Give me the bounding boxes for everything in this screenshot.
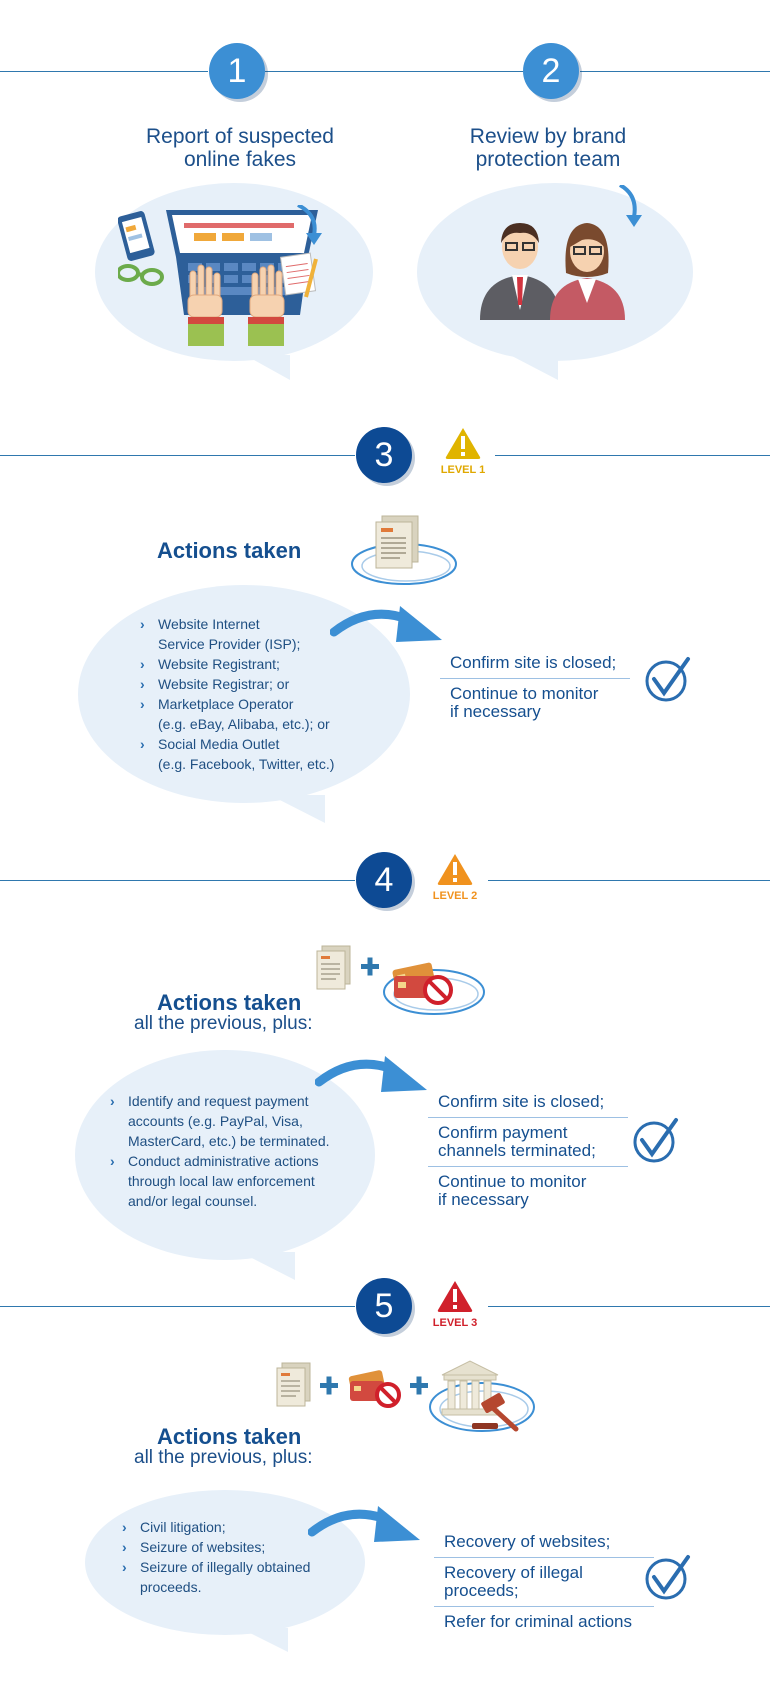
level-2-label: LEVEL 2 <box>432 890 478 902</box>
timeline-line-top-middle <box>265 71 523 72</box>
level-2-actions-subtitle: all the previous, plus: <box>134 1013 313 1034</box>
result-item: Recovery of websites; <box>434 1527 654 1558</box>
level-1-results: Confirm site is closed; Continue to moni… <box>440 648 630 727</box>
documents-plus-card-icon <box>316 945 485 1015</box>
laptop-icon <box>118 205 322 346</box>
people-icon <box>480 185 642 320</box>
level-2-actions-title: Actions taken <box>157 990 302 1015</box>
checkmark-icon <box>645 1555 690 1600</box>
curved-arrow-icon <box>308 1506 420 1542</box>
documents-icon <box>276 1362 311 1407</box>
timeline-line-5-left <box>0 1306 355 1307</box>
curved-arrow-icon <box>315 1056 427 1092</box>
warning-icon <box>445 428 481 459</box>
result-item: Confirm site is closed; <box>428 1087 628 1118</box>
step-2-number: 2 <box>523 43 579 99</box>
courthouse-gavel-icon <box>429 1360 535 1432</box>
step-5-number: 5 <box>356 1278 412 1334</box>
documents-card-court-icon <box>276 1360 535 1432</box>
level-3-bubble <box>85 1490 365 1635</box>
step-2-bubble <box>417 183 693 361</box>
result-item: Refer for criminal actions <box>444 1612 633 1631</box>
level-3-actions-subtitle: all the previous, plus: <box>134 1447 313 1468</box>
checkmark-icon <box>645 657 690 702</box>
step-4-number: 4 <box>356 852 412 908</box>
timeline-line-3-right <box>495 455 770 456</box>
step-1-bubble-tail <box>245 355 290 380</box>
level-3-label: LEVEL 3 <box>432 1317 478 1329</box>
documents-icon <box>316 945 351 990</box>
timeline-line-4-right <box>488 880 770 881</box>
notepad-icon <box>279 252 318 298</box>
glasses-icon <box>118 264 164 286</box>
level-3-actions-title: Actions taken <box>157 1424 302 1449</box>
checkmark-icon <box>633 1118 678 1163</box>
list-item: ›Social Media Outlet(e.g. Facebook, Twit… <box>140 736 335 772</box>
timeline-line-3-left <box>0 455 355 456</box>
curved-arrow-icon <box>330 606 442 642</box>
level-3-bubble-tail <box>240 1628 288 1652</box>
timeline-line-top-right <box>580 71 770 72</box>
step-1-number: 1 <box>209 43 265 99</box>
list-item: ›Website Registrant; <box>140 656 280 672</box>
level-2-bubble <box>75 1050 375 1260</box>
level-1-label: LEVEL 1 <box>440 464 486 476</box>
level-1-bubble-tail <box>270 795 325 823</box>
credit-card-blocked-icon <box>348 1370 401 1408</box>
step-3-number: 3 <box>356 427 412 483</box>
step-2-bubble-tail <box>510 355 558 380</box>
level-3-results: Recovery of websites; Recovery of illega… <box>434 1527 654 1637</box>
warning-icon <box>437 854 473 885</box>
timeline-line-top-left <box>0 71 208 72</box>
list-item: ›Seizure of websites; <box>122 1539 266 1555</box>
result-item: Confirm site is closed; <box>440 648 630 679</box>
timeline-line-4-left <box>0 880 355 881</box>
list-item: ›Civil litigation; <box>122 1519 226 1535</box>
list-item: ›Marketplace Operator(e.g. eBay, Alibaba… <box>140 696 330 732</box>
level-2-bubble-tail <box>240 1252 295 1280</box>
list-item: ›Website Registrar; or <box>140 676 290 692</box>
documents-icon <box>351 515 457 585</box>
level-3-action-list: ›Civil litigation; ›Seizure of websites;… <box>122 1517 362 1597</box>
warning-icon <box>437 1281 473 1312</box>
timeline-line-5-right <box>488 1306 770 1307</box>
credit-card-blocked-icon <box>383 962 485 1015</box>
phone-icon <box>118 211 155 261</box>
level-1-actions-title: Actions taken <box>157 538 302 563</box>
